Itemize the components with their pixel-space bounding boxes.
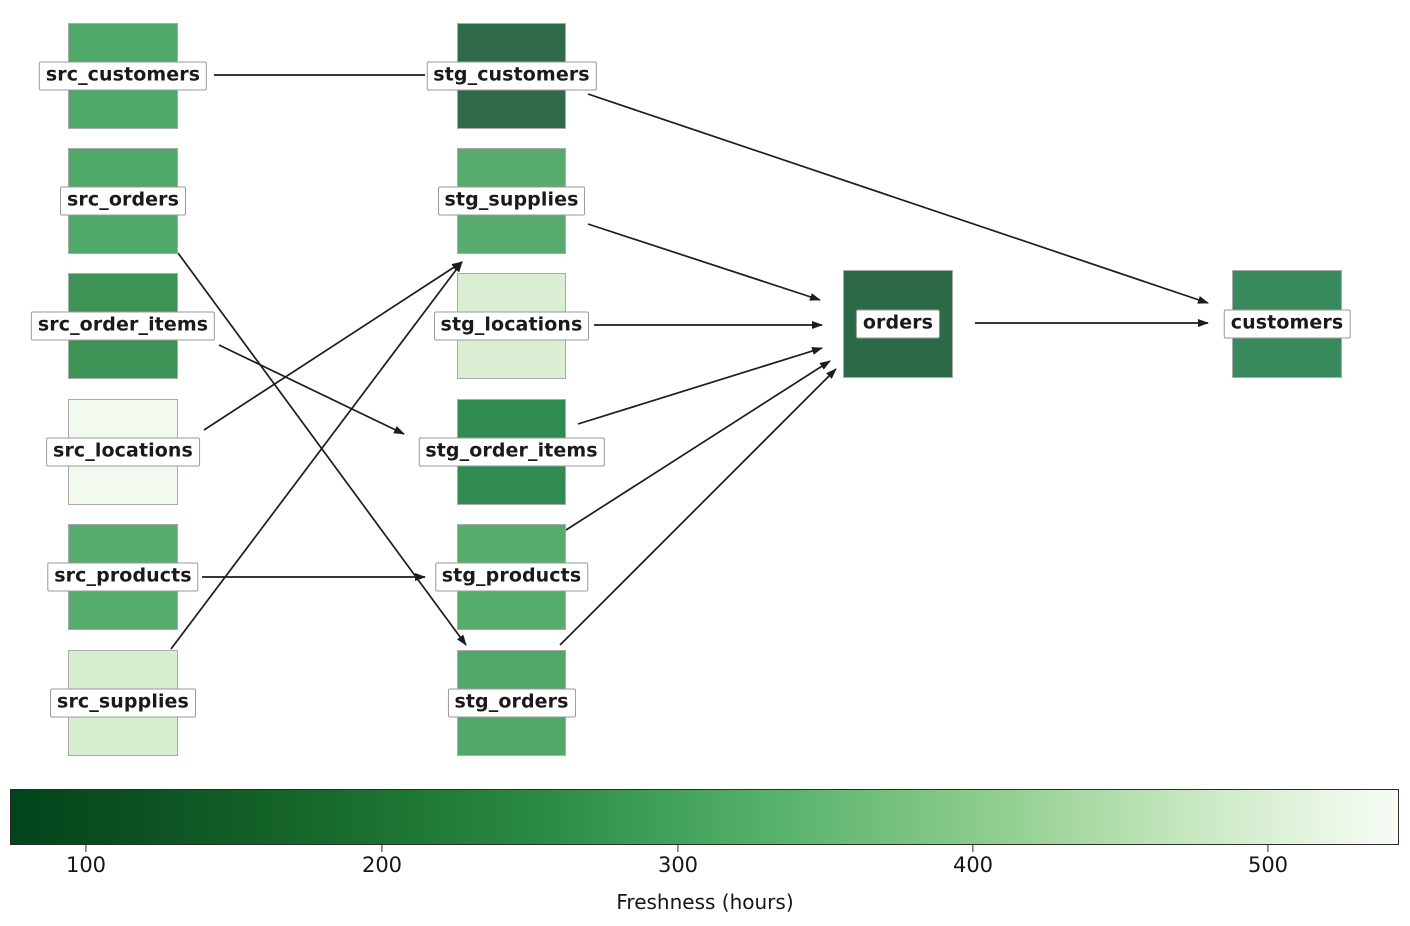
edge-src_supplies-to-stg_supplies [170,261,463,650]
edge-stg_customers-to-customers [587,93,1209,304]
colorbar-tick-400 [972,845,974,852]
node-label-stg_orders[interactable]: stg_orders [447,688,576,718]
colorbar-label: Freshness (hours) [616,890,794,914]
node-label-src_products[interactable]: src_products [47,562,199,592]
edge-stg_products-to-orders [565,360,831,531]
colorbar-ticklabel-300: 300 [657,853,699,877]
colorbar-tick-300 [677,845,679,852]
node-label-customers[interactable]: customers [1223,309,1351,339]
colorbar-ticklabel-100: 100 [65,853,107,877]
node-label-stg_products[interactable]: stg_products [434,562,589,592]
colorbar-ticklabel-200: 200 [361,853,403,877]
node-label-stg_supplies[interactable]: stg_supplies [437,186,586,216]
colorbar-tick-500 [1267,845,1269,852]
colorbar-tick-100 [85,845,87,852]
node-label-orders[interactable]: orders [855,309,941,339]
node-label-src_orders[interactable]: src_orders [59,186,187,216]
colorbar-ticklabel-500: 500 [1247,853,1289,877]
node-label-src_customers[interactable]: src_customers [38,61,208,91]
edge-layer [170,74,1209,650]
edge-stg_order_items-to-orders [577,347,823,425]
colorbar: 100 200 300 400 500 [10,789,1399,877]
node-label-stg_customers[interactable]: stg_customers [426,61,597,91]
node-label-stg_order_items[interactable]: stg_order_items [418,437,605,467]
colorbar-tick-200 [381,845,383,852]
colorbar-gradient [10,789,1399,845]
node-label-src_order_items[interactable]: src_order_items [30,311,216,341]
colorbar-ticklabel-400: 400 [952,853,994,877]
node-label-src_supplies[interactable]: src_supplies [50,688,196,718]
edge-stg_supplies-to-orders [587,223,821,301]
edge-src_order_items-to-stg_order_items [218,344,405,435]
node-label-src_locations[interactable]: src_locations [46,437,200,467]
edge-stg_orders-to-orders [559,368,837,646]
edges [170,74,1209,650]
edge-src_locations-to-stg_locations [203,261,463,431]
node-label-stg_locations[interactable]: stg_locations [433,311,590,341]
